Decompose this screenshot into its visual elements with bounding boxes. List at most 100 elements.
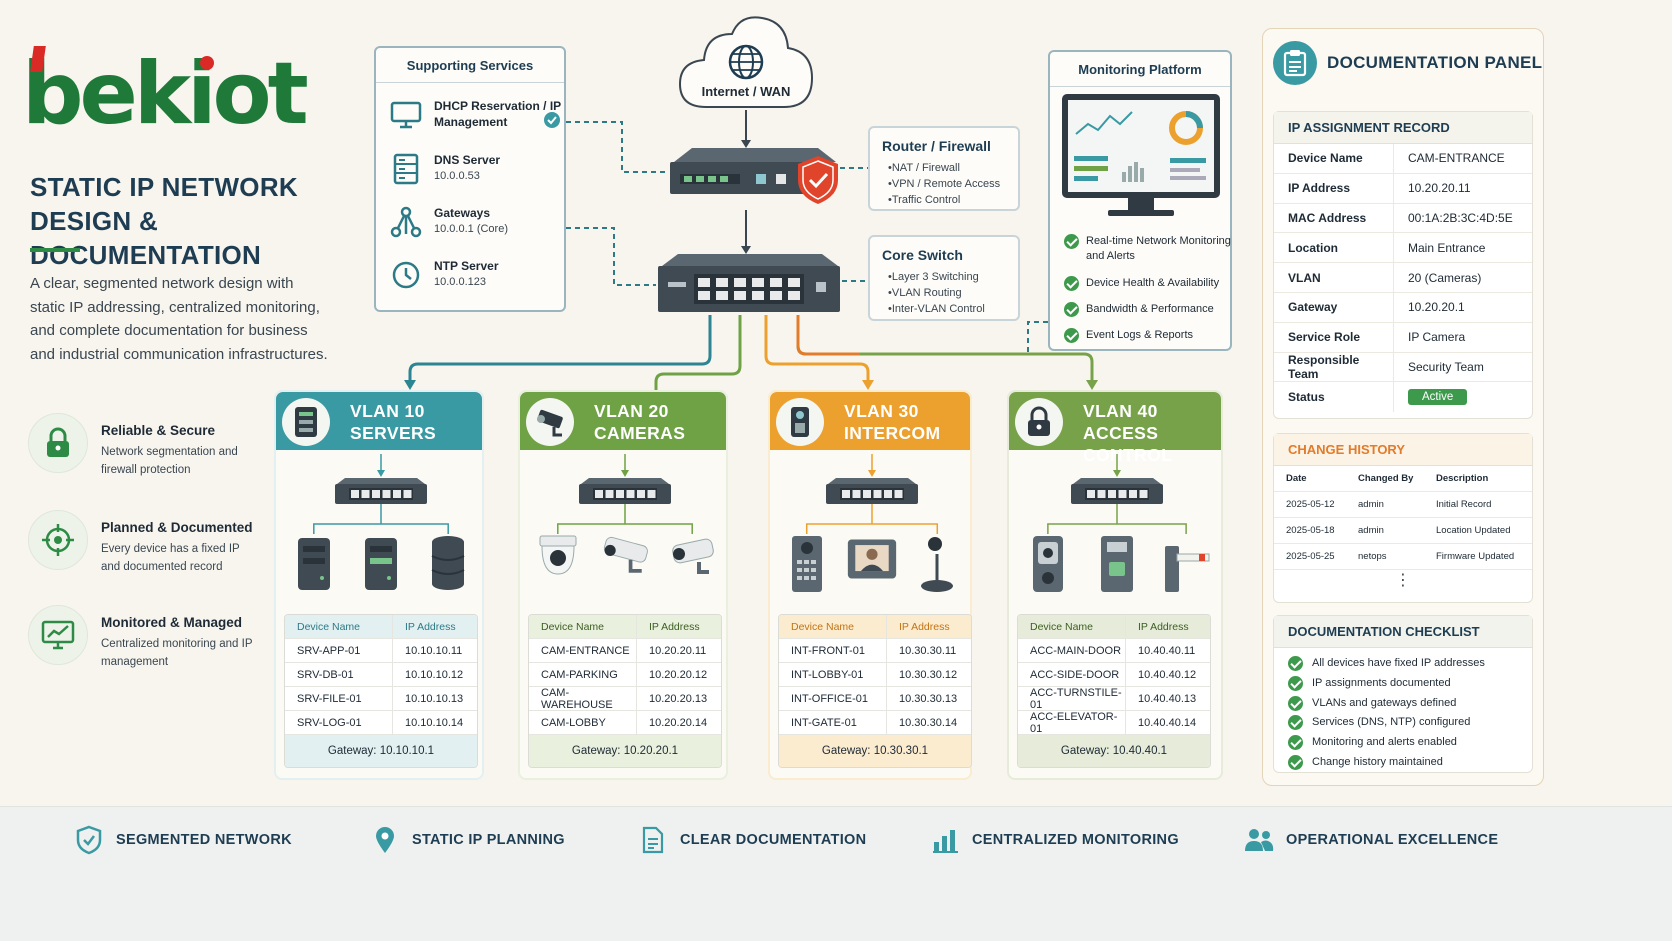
check-icon xyxy=(544,112,560,128)
service-dns: DNS Server 10.0.0.53 xyxy=(388,150,568,190)
server-icon xyxy=(388,152,424,186)
desk-microphone-icon xyxy=(911,534,963,594)
barrier-gate-icon xyxy=(1160,534,1212,594)
vlan-gateway: Gateway: 10.20.20.1 xyxy=(529,735,721,767)
server-rack-icon xyxy=(282,398,330,446)
target-icon xyxy=(28,510,88,570)
core-switch-device xyxy=(656,252,842,316)
check-icon xyxy=(1288,675,1303,691)
checklist-item: Services (DNS, NTP) configured xyxy=(1288,715,1470,731)
more-history-button[interactable]: ⋮ xyxy=(1395,572,1411,589)
monitoring-platform-panel: Monitoring Platform Real-time Network Mo… xyxy=(1048,50,1232,351)
network-hub-icon xyxy=(388,205,424,239)
feature-reliable: Reliable & Secure Network segmentation a… xyxy=(28,413,268,483)
desktop-icon xyxy=(388,98,424,132)
server-icon xyxy=(288,534,340,592)
footer-centralized-monitoring: CENTRALIZED MONITORING xyxy=(928,822,1179,858)
bullet-camera-icon xyxy=(599,534,651,578)
footer-segmented-network: SEGMENTED NETWORK xyxy=(72,822,292,858)
check-icon xyxy=(1288,656,1303,671)
brand-name: bekiot xyxy=(22,44,309,144)
clipboard-icon xyxy=(1273,41,1317,85)
check-icon xyxy=(1288,715,1303,731)
check-icon xyxy=(1288,695,1303,711)
service-dhcp: DHCP Reservation / IP Management xyxy=(388,96,568,136)
services-title: Supporting Services xyxy=(406,58,534,73)
lock-icon xyxy=(28,413,88,473)
brand-logo: bekiot xyxy=(22,46,322,142)
monitoring-item-health: Device Health & Availability xyxy=(1064,276,1234,291)
service-gateways: Gateways 10.0.0.1 (Core) xyxy=(388,203,568,243)
monitoring-item-bandwidth: Bandwidth & Performance xyxy=(1064,302,1234,317)
lock-icon xyxy=(1015,398,1063,446)
footer-static-ip-planning: STATIC IP PLANNING xyxy=(368,822,565,858)
status-badge: Active xyxy=(1408,389,1468,406)
access-panel-icon xyxy=(1091,534,1143,594)
bullet-camera-icon xyxy=(666,534,718,578)
documentation-panel: DOCUMENTATION PANEL IP ASSIGNMENT RECORD… xyxy=(1262,28,1544,786)
location-pin-icon xyxy=(368,823,402,857)
check-icon xyxy=(1288,755,1303,770)
cloud-icon xyxy=(678,16,814,108)
check-icon xyxy=(1288,735,1303,751)
video-monitor-icon xyxy=(846,534,898,584)
vlan-switch-links xyxy=(1047,454,1187,534)
monitoring-item-logs: Event Logs & Reports xyxy=(1064,328,1234,343)
vlan-gateway: Gateway: 10.40.40.1 xyxy=(1018,735,1210,767)
database-icon xyxy=(422,534,474,592)
checklist-item: Change history maintained xyxy=(1288,755,1443,771)
vlan-switch-links xyxy=(557,454,693,534)
feature-monitored: Monitored & Managed Centralized monitori… xyxy=(28,605,268,675)
checklist-item: All devices have fixed IP addresses xyxy=(1288,656,1485,672)
checklist-item: IP assignments documented xyxy=(1288,675,1451,692)
vlan-gateway: Gateway: 10.30.30.1 xyxy=(779,735,971,767)
panel-title: DOCUMENTATION PANEL xyxy=(1327,53,1543,72)
footer-operational-excellence: OPERATIONAL EXCELLENCE xyxy=(1242,822,1498,858)
router-info-box: Router / Firewall NAT / Firewall VPN / R… xyxy=(868,126,1020,211)
security-camera-icon xyxy=(526,398,574,446)
history-header: Date Changed By Description xyxy=(1274,466,1532,492)
service-ntp: NTP Server 10.0.0.123 xyxy=(388,256,568,296)
vlan-gateway: Gateway: 10.10.10.1 xyxy=(285,735,477,767)
title-divider xyxy=(30,248,80,252)
feature-planned: Planned & Documented Every device has a … xyxy=(28,510,268,580)
checklist-item: Monitoring and alerts enabled xyxy=(1288,735,1457,751)
shield-icon xyxy=(796,154,840,211)
dome-camera-icon xyxy=(532,534,584,578)
footer-bar xyxy=(0,806,1672,941)
